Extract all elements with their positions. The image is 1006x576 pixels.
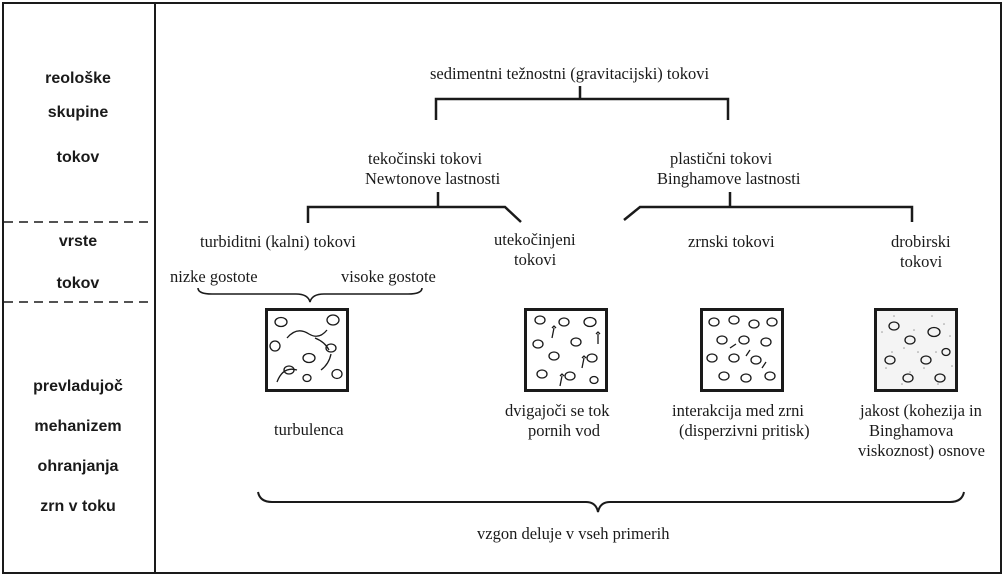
pore-fluid-box xyxy=(524,308,608,392)
top-bracket xyxy=(434,97,730,120)
side-label-types-1: vrste xyxy=(58,233,98,250)
density-brace xyxy=(197,287,423,303)
side-label-rheology-3: tokov xyxy=(56,149,100,166)
turbulence-box xyxy=(265,308,349,392)
grain-interaction-box xyxy=(700,308,784,392)
pore-label-1: dvigajoči se tok xyxy=(505,401,610,420)
pore-label-2: pornih vod xyxy=(528,421,600,440)
side-label-rheology-1: reološke xyxy=(45,70,111,87)
interaction-label-2: (disperzivni pritisk) xyxy=(679,421,810,440)
interaction-label-1: interakcija med zrni xyxy=(672,401,804,420)
turbulence-label: turbulenca xyxy=(274,420,344,439)
side-label-rheology-2: skupine xyxy=(47,104,109,121)
strength-label-1: jakost (kohezija in xyxy=(860,401,982,420)
matrix-strength-box xyxy=(874,308,958,392)
strength-label-2: Binghamova xyxy=(869,421,954,440)
strength-label-3: viskoznost) osnove xyxy=(858,441,985,460)
fluid-flows-label: tekočinski tokovi xyxy=(368,149,483,168)
plastic-bracket xyxy=(623,205,914,222)
side-label-mechanism-3: ohranjanja xyxy=(37,458,119,475)
grain-flows-label: zrnski tokovi xyxy=(688,232,775,251)
buoyancy-brace xyxy=(257,491,965,513)
side-label-mechanism-1: prevladujoč xyxy=(33,378,123,395)
plastic-flows-label: plastični tokovi xyxy=(670,149,773,168)
newtonian-label: Newtonove lastnosti xyxy=(365,169,501,188)
debris-label-2: tokovi xyxy=(900,252,943,271)
fluid-bracket xyxy=(306,205,522,223)
liquefied-label-1: utekočinjeni xyxy=(494,230,576,249)
bingham-label: Binghamove lastnosti xyxy=(657,169,801,188)
side-label-types-2: tokov xyxy=(56,275,100,292)
side-label-mechanism-4: zrn v toku xyxy=(40,498,116,515)
debris-label-1: drobirski xyxy=(891,232,951,251)
top-label: sedimentni težnostni (gravitacijski) tok… xyxy=(430,64,710,83)
column-divider xyxy=(154,2,156,574)
low-density-label: nizke gostote xyxy=(170,267,258,286)
liquefied-label-2: tokovi xyxy=(514,250,557,269)
buoyancy-label: vzgon deluje v vseh primerih xyxy=(477,524,670,543)
side-label-mechanism-2: mehanizem xyxy=(34,418,122,435)
high-density-label: visoke gostote xyxy=(341,267,436,286)
turbidite-label: turbiditni (kalni) tokovi xyxy=(200,232,356,251)
